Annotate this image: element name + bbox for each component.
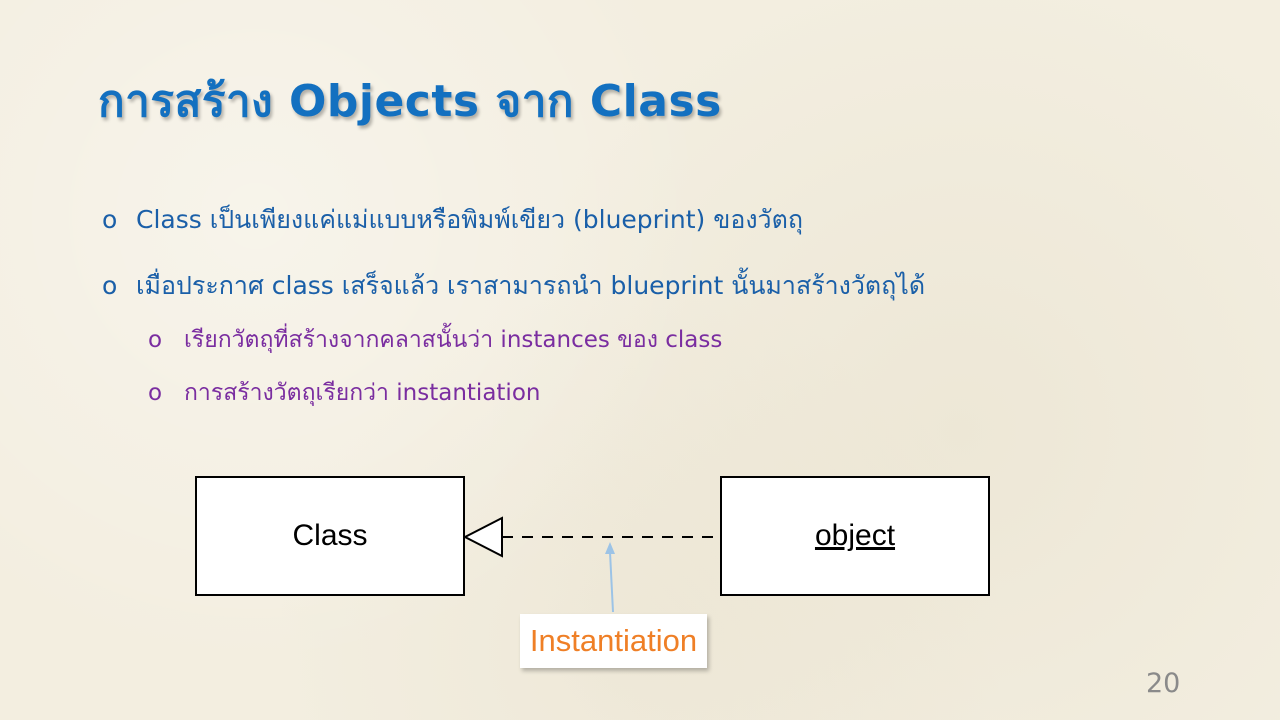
hollow-arrowhead-icon <box>462 516 503 558</box>
instantiation-callout: Instantiation <box>520 614 707 668</box>
sub-bullet-item: o การสร้างวัตถุเรียกว่า instantiation <box>148 375 540 411</box>
object-box-label: object <box>814 519 896 552</box>
bullet-text: เรียกวัตถุที่สร้างจากคลาสนั้นว่า instanc… <box>184 327 723 353</box>
bullet-marker: o <box>148 380 163 406</box>
class-box-label: Class <box>292 519 368 552</box>
class-box: Class <box>195 476 465 596</box>
page-number: 20 <box>1146 668 1181 699</box>
bullet-marker: o <box>148 327 163 353</box>
bullet-marker: o <box>102 271 118 300</box>
bullet-item: o Class เป็นเพียงแค่แม่แบบหรือพิมพ์เขียว … <box>102 200 803 240</box>
bullet-item: o เมื่อประกาศ class เสร็จแล้ว เราสามารถนำ… <box>102 266 925 306</box>
sub-bullet-item: o เรียกวัตถุที่สร้างจากคลาสนั้นว่า instan… <box>148 322 722 358</box>
callout-label: Instantiation <box>529 623 698 658</box>
callout-pointer-line <box>609 551 614 613</box>
bullet-text: เมื่อประกาศ class เสร็จแล้ว เราสามารถนำ … <box>136 271 926 300</box>
object-box: object <box>720 476 990 596</box>
callout-pointer-arrowhead-icon <box>605 542 615 554</box>
bullet-text: Class เป็นเพียงแค่แม่แบบหรือพิมพ์เขียว (… <box>136 205 803 234</box>
bullet-text: การสร้างวัตถุเรียกว่า instantiation <box>184 380 541 406</box>
slide-title: การสร้าง Objects จาก Class <box>98 76 722 127</box>
bullet-marker: o <box>102 205 118 234</box>
